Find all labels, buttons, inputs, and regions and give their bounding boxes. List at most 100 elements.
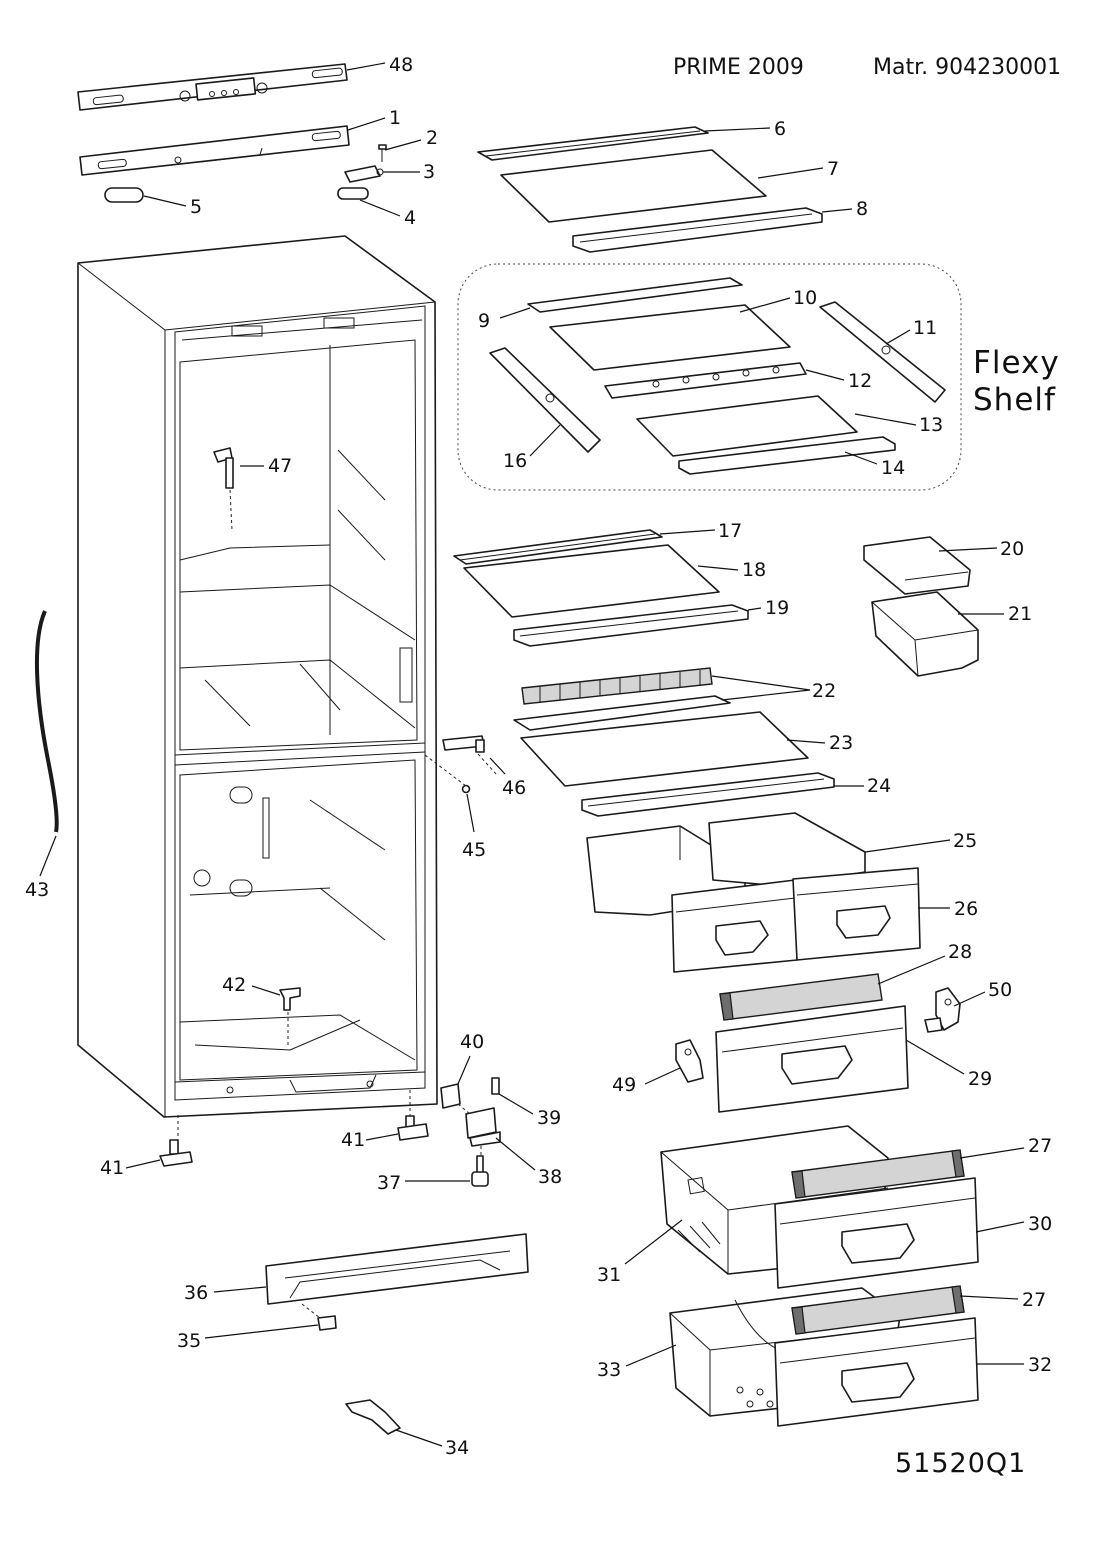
part-32-freezer-front-lower [774,1317,979,1427]
fridge-cabinet [77,235,438,1118]
label-10: 10 [793,287,817,309]
label-38: 38 [538,1166,562,1188]
part-13-glass [636,395,858,457]
part-37-foot [471,1155,489,1187]
label-29: 29 [968,1068,992,1090]
part-6-shelf-rear-trim [477,126,709,161]
label-26: 26 [954,898,978,920]
part-23-glass-shelf [520,711,809,787]
flexy-shelf-group [457,263,962,491]
label-50: 50 [988,979,1012,1001]
part-12-hinge-trim [604,362,807,399]
label-28: 28 [948,941,972,963]
part-2-screw [378,144,387,162]
part-18-glass-shelf [463,544,720,618]
part-40-plate [440,1083,461,1109]
label-17: 17 [718,520,742,542]
label-2: 2 [426,127,438,149]
part-20-box-lid [863,536,971,595]
label-37: 37 [377,1172,401,1194]
label-23: 23 [829,732,853,754]
label-49: 49 [612,1074,636,1096]
part-7-glass-shelf [500,149,767,223]
label-41-left: 41 [100,1157,124,1179]
part-46-hinge [442,735,485,753]
part-36-plinth [265,1233,529,1305]
part-48-control-panel [77,63,348,111]
label-12: 12 [848,370,872,392]
part-17-shelf-rear-trim [453,529,663,565]
label-5: 5 [190,196,202,218]
label-25: 25 [953,830,977,852]
part-34-scraper [345,1399,401,1435]
label-24: 24 [867,775,891,797]
label-48: 48 [389,54,413,76]
diagram-code: 51520Q1 [895,1448,1026,1479]
part-19-shelf-front-trim [513,604,749,647]
label-9: 9 [478,310,490,332]
label-21: 21 [1008,603,1032,625]
part-45-screw [461,784,471,794]
part-24-shelf-front-trim [581,772,835,817]
label-8: 8 [856,198,868,220]
part-47-knob [213,447,234,489]
part-1-top-trim [79,125,350,176]
label-39: 39 [537,1107,561,1129]
label-43: 43 [25,879,49,901]
part-30-freezer-front-upper [774,1177,979,1289]
part-49-side-bracket [675,1039,704,1083]
part-3-bracket [344,165,384,183]
label-13: 13 [919,414,943,436]
label-27-lower: 27 [1022,1289,1046,1311]
part-9-rear-trim [527,277,743,313]
label-47: 47 [268,455,292,477]
model-name: PRIME 2009 [673,55,804,80]
label-30: 30 [1028,1213,1052,1235]
part-8-shelf-front-trim [572,207,823,253]
label-46: 46 [502,777,526,799]
part-43-door-gasket [34,610,59,833]
label-20: 20 [1000,538,1024,560]
part-50-side-bracket [924,987,961,1033]
material-number: Matr. 904230001 [873,55,1061,80]
part-38-hinge-bracket [465,1107,501,1147]
part-4-cap [337,187,369,200]
part-41-foot-right [397,1115,429,1141]
part-5-cap [104,187,144,203]
flexy-shelf-line2: Shelf [973,382,1056,418]
label-1: 1 [389,107,401,129]
part-42-drain-plug [279,987,301,1011]
part-28-flap [719,973,883,1021]
label-11: 11 [913,317,937,339]
part-22-shelf-trims [513,667,731,731]
label-18: 18 [742,559,766,581]
part-35-clip [317,1315,337,1331]
part-10-glass [549,304,791,371]
label-7: 7 [827,158,839,180]
label-41-right: 41 [341,1129,365,1151]
label-4: 4 [404,207,416,229]
part-27-flap-lower [791,1285,965,1335]
part-11-rail-right [819,301,946,403]
part-27-flap-upper [791,1149,965,1199]
part-41-foot-left [159,1139,193,1167]
label-19: 19 [765,597,789,619]
flexy-shelf-line1: Flexy [973,345,1060,381]
label-34: 34 [445,1437,469,1459]
part-29-freezer-front [715,1005,909,1113]
part-16-rail-left [489,347,601,453]
label-14: 14 [881,457,905,479]
label-33: 33 [597,1359,621,1381]
part-39-pin [491,1077,500,1095]
label-16: 16 [503,450,527,472]
label-45: 45 [462,839,486,861]
label-42: 42 [222,974,246,996]
label-36: 36 [184,1282,208,1304]
label-31: 31 [597,1264,621,1286]
label-40: 40 [460,1031,484,1053]
part-21-storage-box [871,591,979,677]
label-22: 22 [812,680,836,702]
label-27-upper: 27 [1028,1135,1052,1157]
part-26-crisper-fronts [671,867,921,973]
